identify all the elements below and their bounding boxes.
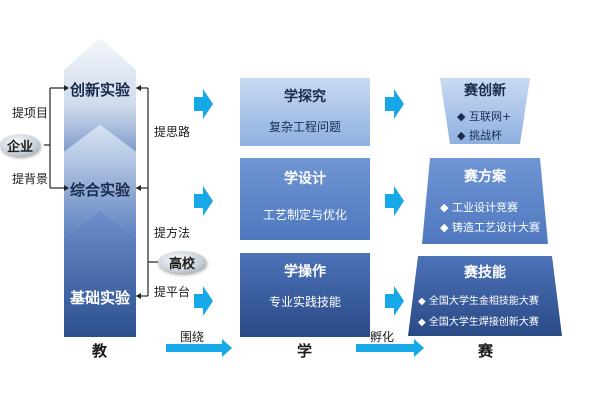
compete-bot-item-1-label: 全国大学生金相技能大赛 [428, 296, 539, 307]
compete-bot-title: 赛技能 [464, 265, 506, 281]
learn-box-2-title: 学设计 [284, 171, 326, 187]
incubate-arrow [356, 339, 424, 357]
learn-box-1-bg [240, 78, 370, 146]
cyan-arrow-6 [385, 286, 404, 316]
compete-top-title: 赛创新 [464, 83, 506, 99]
learn-box-1-title: 学探究 [284, 89, 326, 105]
compete-bot-bg [408, 256, 562, 336]
compete-top-item-1: ◆ 互联网+ [457, 108, 511, 124]
compete-mid-item-1: ◆ 工业设计竞赛 [440, 199, 518, 215]
compete-bot-item-1: ◆ 全国大学生金相技能大赛 [418, 292, 539, 307]
cyan-arrow-1 [194, 89, 213, 119]
diamond-icon: ◆ [457, 129, 466, 142]
arrowhead-top-left [64, 85, 69, 91]
teach-middle-label: 综合实验 [69, 181, 130, 199]
arrowhead-bot-right [136, 293, 141, 299]
cyan-arrow-4 [385, 89, 404, 119]
around-arrow [166, 339, 232, 357]
teach-top-label: 创新实验 [69, 81, 130, 99]
compete-mid-item-1-label: 工业设计竞赛 [451, 201, 518, 214]
arrowhead-mid-left [64, 185, 69, 191]
propose-platform-label: 提平台 [154, 285, 191, 299]
learn-box-3-bg [240, 253, 370, 337]
learn-box-2: 学设计 工艺制定与优化 [240, 158, 370, 240]
pillar-middle-block [64, 125, 136, 237]
right-bracket [136, 87, 158, 297]
diamond-icon: ◆ [440, 221, 449, 234]
around-label: 围绕 [180, 330, 205, 344]
pillar-bottom-block [64, 210, 136, 337]
learn-box-1-sub: 复杂工程问题 [268, 120, 341, 134]
propose-project-label: 提项目 [12, 106, 49, 120]
learn-box-2-bg [240, 158, 370, 240]
cyan-arrow-2 [194, 186, 213, 216]
learn-box-3-sub: 专业实践技能 [268, 295, 341, 309]
pillar-top-block [64, 38, 136, 152]
compete-top-item-2-label: 挑战杯 [468, 129, 502, 142]
cyan-arrow-5 [385, 186, 404, 216]
learn-caption: 学 [297, 342, 313, 360]
diamond-icon: ◆ [418, 296, 426, 307]
university-oval: 高校 [158, 251, 206, 273]
propose-methods-label: 提方法 [154, 226, 191, 240]
incubate-label: 孵化 [370, 330, 395, 344]
compete-top-bg [440, 78, 530, 144]
diamond-icon: ◆ [457, 110, 466, 123]
left-bracket [44, 87, 64, 189]
enterprise-oval: 企业 [0, 134, 40, 156]
arrowhead-top-right [136, 85, 141, 91]
arrowhead-mid-right [136, 185, 141, 191]
diamond-icon: ◆ [440, 201, 449, 214]
compete-mid-bg [422, 158, 548, 244]
diamond-icon: ◆ [418, 317, 426, 328]
learn-box-3-title: 学操作 [284, 264, 326, 280]
compete-bot-item-2: ◆ 全国大学生焊接创新大赛 [418, 313, 539, 328]
teach-bottom-label: 基础实验 [69, 289, 130, 307]
compete-caption: 赛 [478, 342, 494, 360]
compete-mid-item-2-label: 铸造工艺设计大赛 [451, 221, 540, 234]
propose-background-label: 提背景 [12, 172, 49, 186]
compete-mid-item-2: ◆ 铸造工艺设计大赛 [440, 219, 540, 235]
cyan-arrow-3 [194, 286, 213, 316]
learn-box-1: 学探究 复杂工程问题 [240, 78, 370, 146]
learn-box-3: 学操作 专业实践技能 [240, 253, 370, 337]
compete-top-item-1-label: 互联网+ [468, 110, 512, 123]
teach-caption: 教 [92, 342, 108, 360]
propose-ideas-label: 提思路 [154, 125, 191, 139]
compete-mid-title: 赛方案 [464, 169, 506, 185]
learn-box-2-sub: 工艺制定与优化 [262, 208, 347, 222]
compete-top-item-2: ◆ 挑战杯 [457, 127, 502, 143]
compete-bot-item-2-label: 全国大学生焊接创新大赛 [428, 317, 539, 328]
